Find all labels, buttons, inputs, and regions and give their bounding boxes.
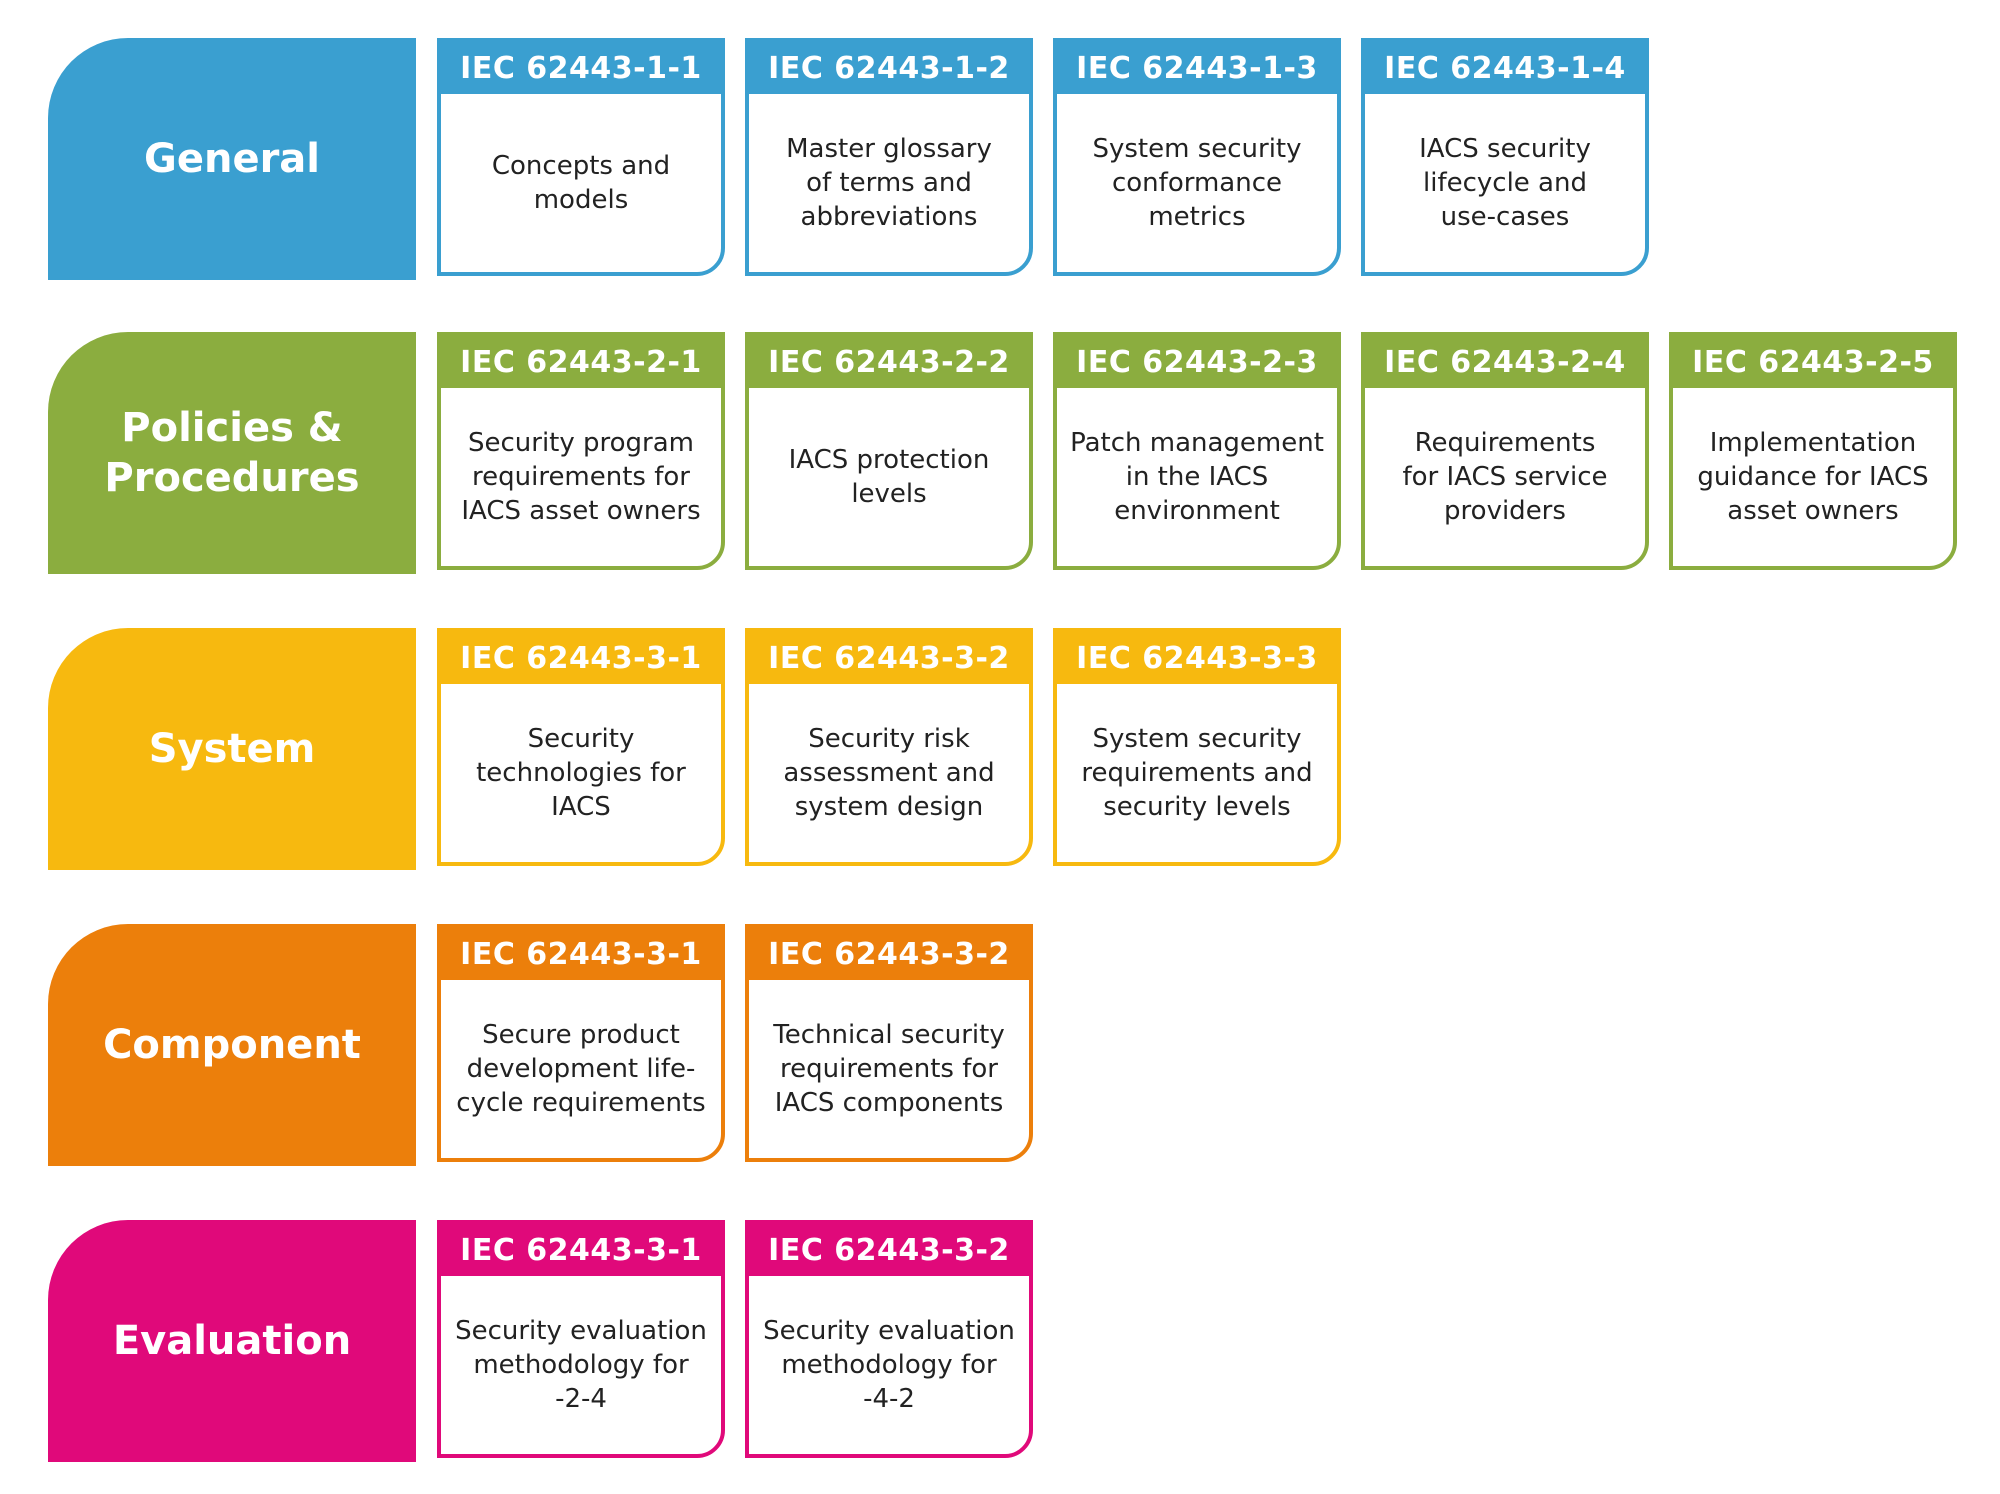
standard-card: IEC 62443-1-2 Master glossary of terms a… xyxy=(745,38,1033,276)
category-policies-procedures: Policies & Procedures xyxy=(48,332,416,574)
standard-id: IEC 62443-3-2 xyxy=(749,632,1029,684)
standard-id: IEC 62443-2-2 xyxy=(749,336,1029,388)
category-label: System xyxy=(148,726,316,772)
category-label: General xyxy=(144,136,320,182)
standard-title: IACS protection levels xyxy=(788,445,990,509)
standard-id: IEC 62443-3-1 xyxy=(441,928,721,980)
standard-title: Master glossary of terms and abbreviatio… xyxy=(786,134,992,232)
standard-title-box: Requirements for IACS service providers xyxy=(1365,388,1645,566)
standard-id: IEC 62443-3-1 xyxy=(441,1224,721,1276)
standard-title: Technical security requirements for IACS… xyxy=(773,1020,1005,1118)
row-system: System IEC 62443-3-1 Security technologi… xyxy=(48,628,1978,870)
standard-card: IEC 62443-3-2 Security risk assessment a… xyxy=(745,628,1033,866)
standard-card: IEC 62443-2-4 Requirements for IACS serv… xyxy=(1361,332,1649,570)
standard-title: Security risk assessment and system desi… xyxy=(783,724,995,822)
standard-title-box: Technical security requirements for IACS… xyxy=(749,980,1029,1158)
standard-title: System security conformance metrics xyxy=(1092,134,1302,232)
standard-id: IEC 62443-1-3 xyxy=(1057,42,1337,94)
standard-title: Security technologies for IACS xyxy=(476,724,686,822)
standard-card: IEC 62443-1-3 System security conformanc… xyxy=(1053,38,1341,276)
standard-id: IEC 62443-3-3 xyxy=(1057,632,1337,684)
standard-id: IEC 62443-2-1 xyxy=(441,336,721,388)
standard-title: Patch management in the IACS environment xyxy=(1070,428,1324,526)
category-general: General xyxy=(48,38,416,280)
row-general: General IEC 62443-1-1 Concepts and model… xyxy=(48,38,1978,280)
standard-title-box: Patch management in the IACS environment xyxy=(1057,388,1337,566)
standard-title: IACS security lifecycle and use-cases xyxy=(1419,134,1591,232)
standard-id: IEC 62443-1-1 xyxy=(441,42,721,94)
category-label: Policies & Procedures xyxy=(104,405,360,501)
standard-id: IEC 62443-2-4 xyxy=(1365,336,1645,388)
standard-card: IEC 62443-3-1 Security evaluation method… xyxy=(437,1220,725,1458)
category-label: Component xyxy=(103,1022,361,1068)
standard-title-box: IACS security lifecycle and use-cases xyxy=(1365,94,1645,272)
category-system: System xyxy=(48,628,416,870)
standard-title-box: Security evaluation methodology for -4-2 xyxy=(749,1276,1029,1454)
standard-title-box: Security risk assessment and system desi… xyxy=(749,684,1029,862)
standard-title-box: Security technologies for IACS xyxy=(441,684,721,862)
row-component: Component IEC 62443-3-1 Secure product d… xyxy=(48,924,1978,1166)
row-evaluation: Evaluation IEC 62443-3-1 Security evalua… xyxy=(48,1220,1978,1462)
standard-card: IEC 62443-2-1 Security program requireme… xyxy=(437,332,725,570)
standard-title-box: IACS protection levels xyxy=(749,388,1029,566)
category-label: Evaluation xyxy=(112,1318,352,1364)
category-component: Component xyxy=(48,924,416,1166)
standard-title-box: Security evaluation methodology for -2-4 xyxy=(441,1276,721,1454)
standard-card: IEC 62443-3-1 Security technologies for … xyxy=(437,628,725,866)
standard-card: IEC 62443-3-1 Secure product development… xyxy=(437,924,725,1162)
standard-id: IEC 62443-3-2 xyxy=(749,1224,1029,1276)
standard-id: IEC 62443-3-2 xyxy=(749,928,1029,980)
standard-title: Implementation guidance for IACS asset o… xyxy=(1697,428,1929,526)
standard-id: IEC 62443-2-5 xyxy=(1673,336,1953,388)
standard-card: IEC 62443-1-4 IACS security lifecycle an… xyxy=(1361,38,1649,276)
standard-title-box: Secure product development life- cycle r… xyxy=(441,980,721,1158)
standard-card: IEC 62443-2-3 Patch management in the IA… xyxy=(1053,332,1341,570)
standard-title-box: Implementation guidance for IACS asset o… xyxy=(1673,388,1953,566)
standard-id: IEC 62443-3-1 xyxy=(441,632,721,684)
standard-title: Security evaluation methodology for -4-2 xyxy=(763,1316,1015,1414)
standard-card: IEC 62443-3-2 Technical security require… xyxy=(745,924,1033,1162)
standard-card: IEC 62443-2-2 IACS protection levels xyxy=(745,332,1033,570)
standard-id: IEC 62443-2-3 xyxy=(1057,336,1337,388)
standard-title-box: Security program requirements for IACS a… xyxy=(441,388,721,566)
standard-title-box: System security requirements and securit… xyxy=(1057,684,1337,862)
standard-title: Requirements for IACS service providers xyxy=(1402,428,1608,526)
standard-card: IEC 62443-1-1 Concepts and models xyxy=(437,38,725,276)
standard-card: IEC 62443-2-5 Implementation guidance fo… xyxy=(1669,332,1957,570)
standard-title: Concepts and models xyxy=(491,151,671,215)
standard-card: IEC 62443-3-3 System security requiremen… xyxy=(1053,628,1341,866)
standard-title-box: System security conformance metrics xyxy=(1057,94,1337,272)
standard-title: Secure product development life- cycle r… xyxy=(456,1020,706,1118)
standard-title: Security evaluation methodology for -2-4 xyxy=(455,1316,707,1414)
standard-id: IEC 62443-1-4 xyxy=(1365,42,1645,94)
category-evaluation: Evaluation xyxy=(48,1220,416,1462)
row-policies-procedures: Policies & Procedures IEC 62443-2-1 Secu… xyxy=(48,332,1978,574)
standard-card: IEC 62443-3-2 Security evaluation method… xyxy=(745,1220,1033,1458)
standard-title: Security program requirements for IACS a… xyxy=(461,428,701,526)
standard-title-box: Master glossary of terms and abbreviatio… xyxy=(749,94,1029,272)
standard-id: IEC 62443-1-2 xyxy=(749,42,1029,94)
standard-title: System security requirements and securit… xyxy=(1081,724,1313,822)
standard-title-box: Concepts and models xyxy=(441,94,721,272)
